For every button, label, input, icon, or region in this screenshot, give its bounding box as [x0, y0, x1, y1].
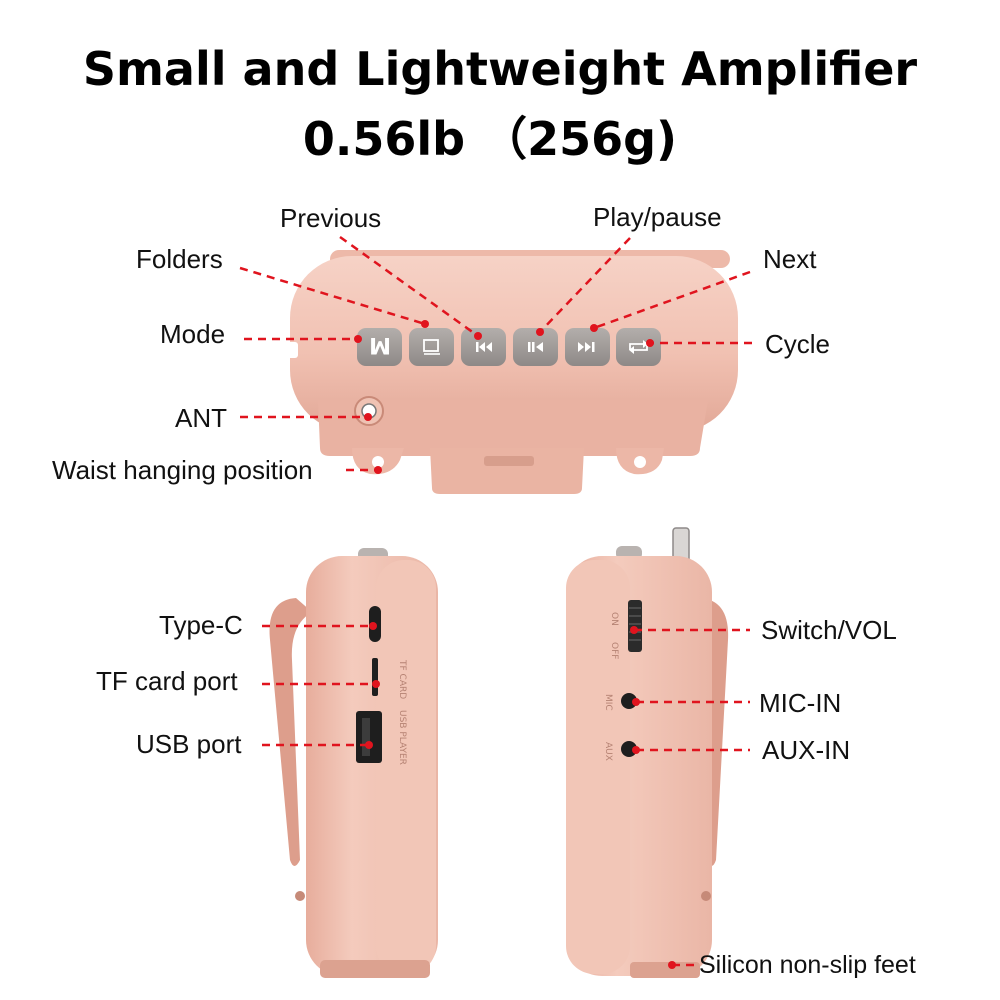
off-mark: OFF — [609, 642, 619, 659]
mode-key-letter: M — [369, 332, 391, 357]
cycle-button[interactable] — [616, 328, 661, 366]
label-aux-in: AUX-IN — [762, 735, 851, 765]
label-usb-port: USB port — [136, 729, 242, 759]
label-silicon-feet: Silicon non-slip feet — [699, 951, 916, 979]
front-view: M — [286, 250, 738, 494]
on-mark: ON — [609, 612, 619, 626]
label-switch-vol: Switch/VOL — [761, 615, 897, 645]
previous-icon — [476, 342, 492, 352]
side-notch — [286, 342, 298, 358]
stand-slot — [484, 456, 534, 466]
front-base — [318, 400, 708, 456]
previous-button[interactable] — [461, 328, 506, 366]
right-feet — [630, 962, 700, 978]
usb-player-mark: USB PLAYER — [397, 710, 407, 765]
title-line-1: Small and Lightweight Amplifier — [82, 42, 918, 96]
label-mode: Mode — [160, 319, 226, 349]
label-play-pause: Play/pause — [593, 202, 722, 232]
next-icon — [578, 342, 595, 352]
label-tf-card-port: TF card port — [96, 666, 238, 696]
label-folders: Folders — [136, 244, 223, 274]
label-next: Next — [763, 244, 817, 274]
mic-in-jack[interactable] — [621, 693, 637, 709]
aux-in-jack[interactable] — [621, 741, 637, 757]
waist-hole-right — [634, 456, 646, 468]
cycle-icon — [629, 340, 648, 354]
mic-mark: MIC — [603, 694, 613, 711]
belt-clip-left — [269, 598, 312, 866]
stand — [430, 448, 584, 494]
left-face — [376, 560, 436, 974]
leader-folders — [239, 266, 426, 326]
tf-card-slot[interactable] — [372, 658, 378, 696]
play-pause-icon — [528, 342, 543, 352]
mode-button[interactable]: M — [357, 328, 402, 366]
volume-wheel[interactable] — [628, 600, 642, 652]
folders-button[interactable] — [409, 328, 454, 366]
label-waist-hanging: Waist hanging position — [52, 455, 313, 485]
aux-mark: AUX — [603, 742, 613, 761]
leader-previous — [339, 235, 479, 338]
next-button[interactable] — [565, 328, 610, 366]
leader-lines — [239, 235, 752, 967]
left-side-view: TF CARD USB PLAYER — [269, 548, 438, 978]
label-cycle: Cycle — [765, 329, 831, 359]
folder-icon — [423, 339, 440, 355]
label-ant: ANT — [175, 403, 227, 433]
leader-play-pause — [539, 237, 631, 333]
label-type-c: Type-C — [159, 610, 243, 640]
left-feet — [320, 960, 430, 978]
label-mic-in: MIC-IN — [759, 688, 842, 718]
leader-dots — [354, 320, 676, 969]
label-previous: Previous — [280, 203, 382, 233]
right-face — [566, 560, 630, 974]
tf-card-mark: TF CARD — [397, 659, 407, 699]
title-line-2: 0.56lb （256g) — [302, 112, 678, 166]
right-side-view: ON OFF MIC AUX — [566, 527, 729, 978]
play-pause-button[interactable] — [513, 328, 558, 366]
waist-hole-left — [372, 456, 384, 468]
